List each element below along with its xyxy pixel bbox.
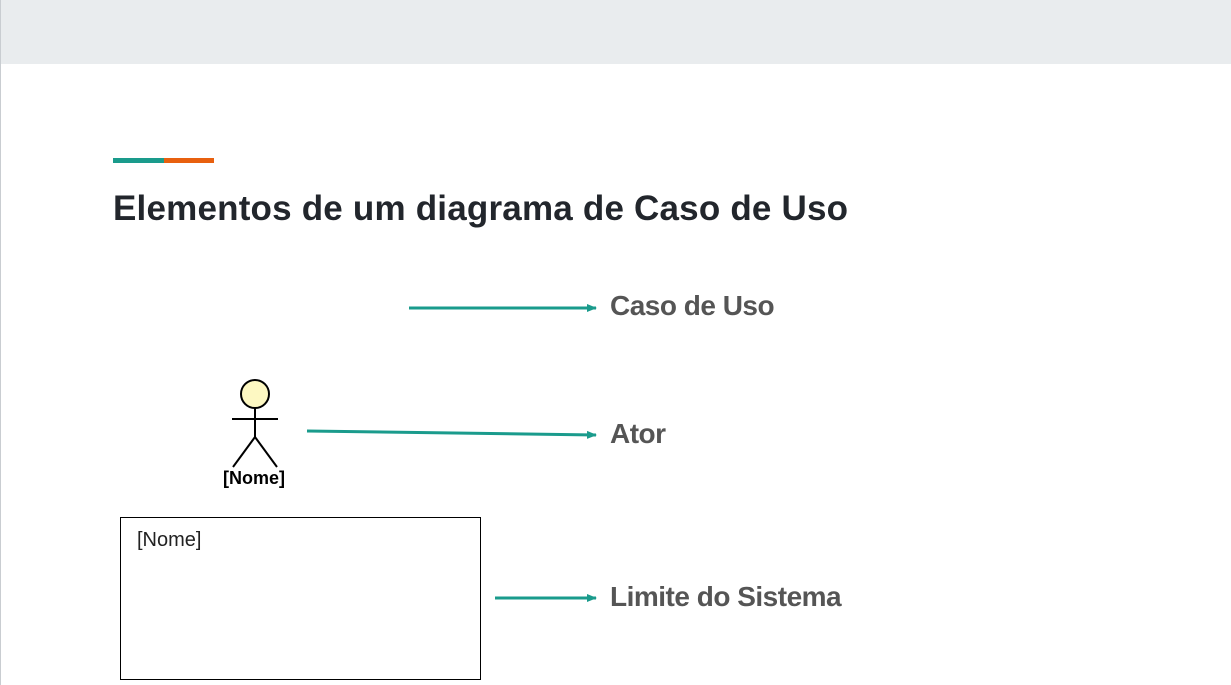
system-boundary-box: [Nome] <box>120 517 481 680</box>
title-accent-bar-orange <box>164 158 214 163</box>
system-boundary-name: [Nome] <box>137 529 202 551</box>
label-limite-do-sistema: Limite do Sistema <box>610 581 842 612</box>
title-accent-bar-teal <box>113 158 164 163</box>
slide-title: Elementos de um diagrama de Caso de Uso <box>113 189 849 228</box>
stick-figure-icon <box>232 379 278 468</box>
label-caso-de-uso: Caso de Uso <box>610 290 775 321</box>
label-ator: Ator <box>610 418 666 449</box>
slide-header-band <box>1 0 1231 64</box>
actor-name: [Nome] <box>223 468 285 488</box>
arrow-ator <box>306 429 597 439</box>
